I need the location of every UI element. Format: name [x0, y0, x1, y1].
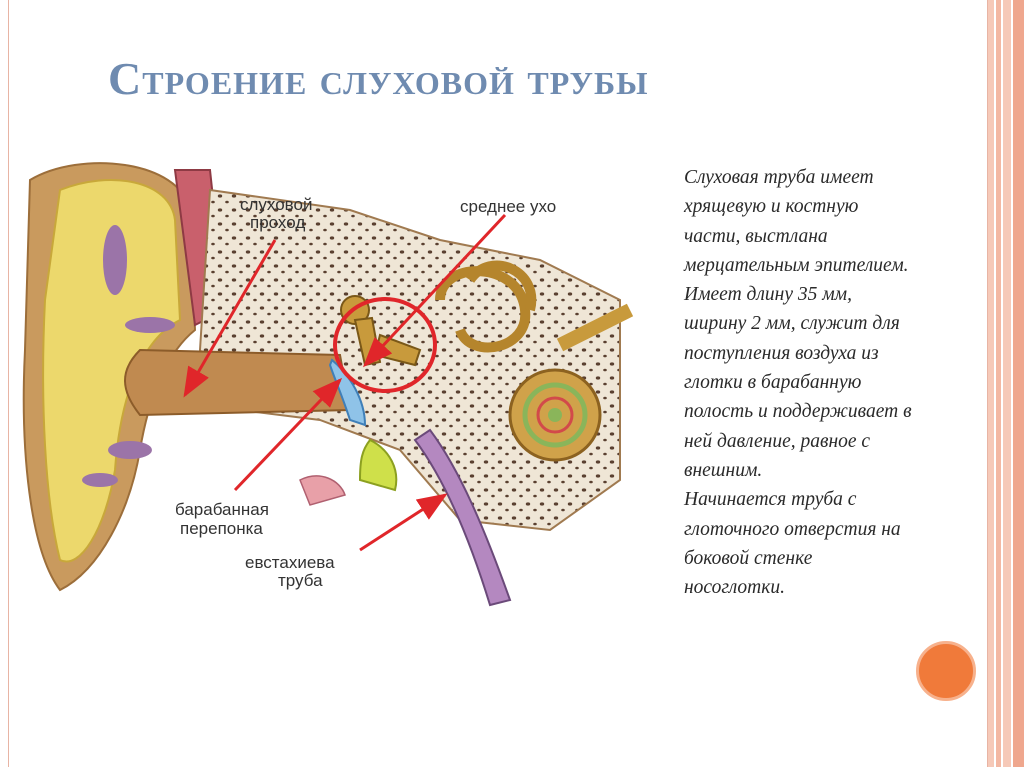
body-line: части, выстлана	[684, 225, 828, 247]
eustachian-tube	[413, 428, 512, 607]
label-middle-ear: среднее ухо	[460, 197, 556, 216]
label-tube-1: евстахиева	[245, 553, 335, 572]
slide-title: Строение слуховой трубы	[108, 53, 649, 104]
body-line: носоглотки.	[684, 577, 786, 599]
decorative-stripes	[988, 0, 1024, 767]
label-ear-canal-1: слуховой	[240, 195, 312, 214]
label-eardrum-2: перепонка	[180, 519, 263, 538]
description-text: Слуховая труба имеет хрящевую и костную …	[684, 163, 984, 602]
ear-anatomy-diagram: слуховой проход среднее ухо барабанная п…	[22, 162, 634, 607]
body-line: боковой стенке	[684, 547, 813, 569]
body-line: внешним.	[684, 459, 763, 481]
body-line: Слуховая труба имеет	[684, 167, 874, 188]
body-line: Имеет длину 35 мм,	[684, 284, 852, 306]
body-line: хрящевую и костную	[684, 196, 859, 218]
inner-ear	[435, 260, 537, 353]
label-eardrum-1: барабанная	[175, 500, 269, 519]
body-line: Начинается труба с	[684, 489, 857, 511]
body-line: глотки в барабанную	[684, 372, 862, 394]
decorative-dot	[916, 641, 976, 701]
body-line: ширину 2 мм, служит для	[684, 313, 900, 335]
label-ear-canal-2: проход	[250, 213, 305, 232]
label-arrows	[183, 213, 507, 552]
body-line: ней давление, равное с	[684, 430, 871, 452]
auricle-cartilage	[42, 179, 182, 563]
label-tube-2: труба	[278, 571, 323, 590]
body-line: полость и поддерживает в	[684, 401, 912, 423]
middle-ear-highlight	[333, 297, 437, 393]
ear-canal	[124, 348, 352, 417]
slide-frame	[8, 0, 988, 767]
body-line: мерцательным эпителием.	[684, 254, 909, 276]
body-line: глоточного отверстия на	[684, 518, 901, 540]
body-line: поступления воздуха из	[684, 342, 879, 364]
